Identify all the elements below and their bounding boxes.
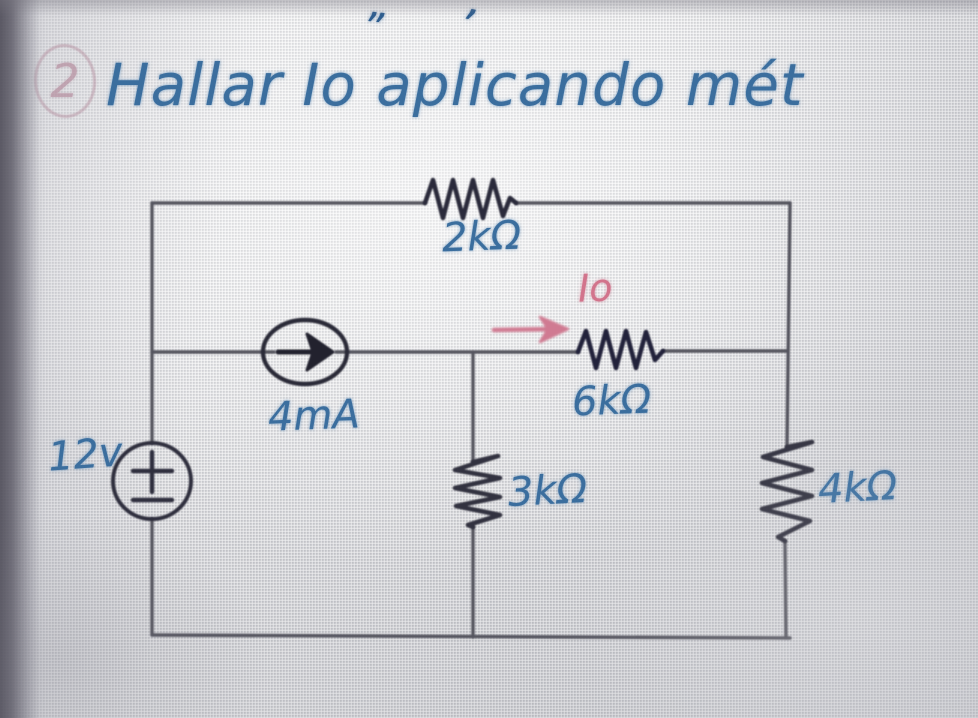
- resistor-3k-label: 3kΩ: [506, 465, 589, 517]
- page-top-shadow: [0, 0, 978, 16]
- resistor-4k-label: 4kΩ: [816, 462, 899, 514]
- io-current-arrow: [491, 315, 570, 344]
- wire-right-rail-lower: [783, 539, 788, 640]
- resistor-2k-label: 2kΩ: [441, 212, 522, 262]
- resistor-3k-symbol: [452, 453, 503, 530]
- problem-number: 2: [50, 54, 80, 108]
- voltage-source-label: 12v: [46, 429, 125, 481]
- resistor-4k-symbol: [759, 439, 815, 544]
- page-title: Hallar Io aplicando mét: [106, 51, 804, 119]
- page-edge-shadow: [0, 0, 46, 718]
- voltage-source-symbol: [111, 441, 193, 521]
- wire-right-rail-upper: [785, 201, 792, 449]
- resistor-6k-symbol: [575, 328, 666, 371]
- resistor-2k-symbol: [422, 177, 519, 221]
- resistor-6k-label: 6kΩ: [571, 376, 652, 426]
- problem-title-row: 2 Hallar Io aplicando mét: [34, 22, 804, 140]
- problem-number-badge: 2: [34, 44, 96, 118]
- wire-bottom-rail: [150, 633, 792, 640]
- current-source-symbol: [260, 317, 350, 387]
- current-source-label: 4mA: [267, 391, 361, 441]
- io-current-label: Io: [577, 265, 614, 311]
